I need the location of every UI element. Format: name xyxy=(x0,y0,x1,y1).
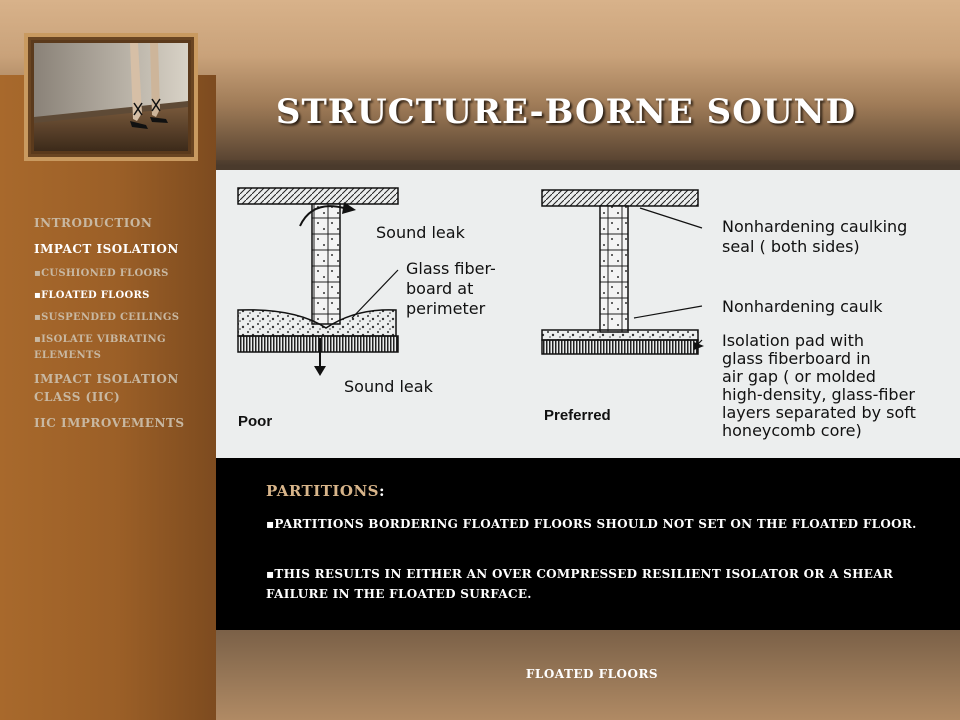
label-caulk: Nonhardening caulk xyxy=(722,297,883,316)
sound-path-top xyxy=(299,205,345,227)
ceiling-slab xyxy=(541,189,699,207)
label-glass-fiber-1: Glass fiber- xyxy=(406,259,496,278)
slide-footer: FLOATED FLOORS xyxy=(525,667,659,681)
bullet-shear-failure: ▪THIS RESULTS IN EITHER AN OVER COMPRESS… xyxy=(266,567,894,601)
label-isolation-pad-2: glass fiberboard in xyxy=(722,349,871,368)
nav-item-impact-isolation[interactable]: IMPACT ISOLATION xyxy=(34,242,179,256)
floated-slab xyxy=(237,309,397,337)
label-isolation-pad-3: air gap ( or molded xyxy=(722,367,876,386)
floated-floor-diagram: Sound leak Sound leak Glass fiber- board… xyxy=(216,170,960,458)
label-sound-leak-bottom: Sound leak xyxy=(344,377,434,396)
partitions-heading-text: PARTITIONS xyxy=(266,482,379,500)
partition-wall xyxy=(311,203,341,325)
nav-item-iic-improvements[interactable]: IIC IMPROVEMENTS xyxy=(34,416,185,430)
nav-item-isolate-vibrating-elements[interactable]: ▪ISOLATE VIBRATING ELEMENTS xyxy=(34,334,166,361)
partitions-textbox: PARTITIONS: ▪PARTITIONS BORDERING FLOATE… xyxy=(216,458,960,630)
legs-photo-image xyxy=(34,43,188,151)
ceiling-slab xyxy=(237,187,399,205)
floated-slab xyxy=(541,329,699,341)
leader-line xyxy=(351,269,399,319)
label-caulking-seal-2: seal ( both sides) xyxy=(722,237,860,256)
leader-line xyxy=(633,305,703,319)
label-sound-leak-top: Sound leak xyxy=(376,223,466,242)
nav-item-impact-isolation-class[interactable]: IMPACT ISOLATION CLASS (IIC) xyxy=(34,372,179,404)
poor-detail xyxy=(237,187,399,376)
label-glass-fiber-3: perimeter xyxy=(406,299,486,318)
label-caulking-seal-1: Nonhardening caulking xyxy=(722,217,907,236)
partitions-heading: PARTITIONS: xyxy=(266,482,385,500)
nav-item-suspended-ceilings[interactable]: ▪SUSPENDED CEILINGS xyxy=(34,312,180,323)
nav-item-introduction[interactable]: INTRODUCTION xyxy=(34,216,153,230)
arrow-icon xyxy=(314,366,326,376)
label-isolation-pad-4: high-density, glass-fiber xyxy=(722,385,915,404)
partitions-heading-colon: : xyxy=(379,482,386,500)
nav-item-cushioned-floors[interactable]: ▪CUSHIONED FLOORS xyxy=(34,268,169,279)
arrow-icon xyxy=(694,342,704,350)
label-isolation-pad-5: layers separated by soft xyxy=(722,403,916,422)
nav-item-floated-floors[interactable]: ▪FLOATED FLOORS xyxy=(34,290,150,301)
leader-line xyxy=(639,207,703,229)
label-poor: Poor xyxy=(238,413,272,430)
preferred-detail xyxy=(541,189,704,355)
label-preferred: Preferred xyxy=(544,407,611,424)
slide-title: STRUCTURE-BORNE SOUND xyxy=(275,92,857,132)
label-isolation-pad-1: Isolation pad with xyxy=(722,331,864,350)
arrow-icon xyxy=(342,202,356,214)
partition-wall xyxy=(599,205,629,333)
sidebar-nav: INTRODUCTION IMPACT ISOLATION ▪CUSHIONED… xyxy=(34,214,210,440)
label-glass-fiber-2: board at xyxy=(406,279,473,298)
structural-slab xyxy=(541,339,699,355)
label-isolation-pad-6: honeycomb core) xyxy=(722,421,862,440)
bullet-partitions-bordering: ▪PARTITIONS BORDERING FLOATED FLOORS SHO… xyxy=(266,517,917,531)
header-photo xyxy=(24,33,198,161)
structural-slab xyxy=(237,335,399,353)
sidebar xyxy=(0,75,216,720)
